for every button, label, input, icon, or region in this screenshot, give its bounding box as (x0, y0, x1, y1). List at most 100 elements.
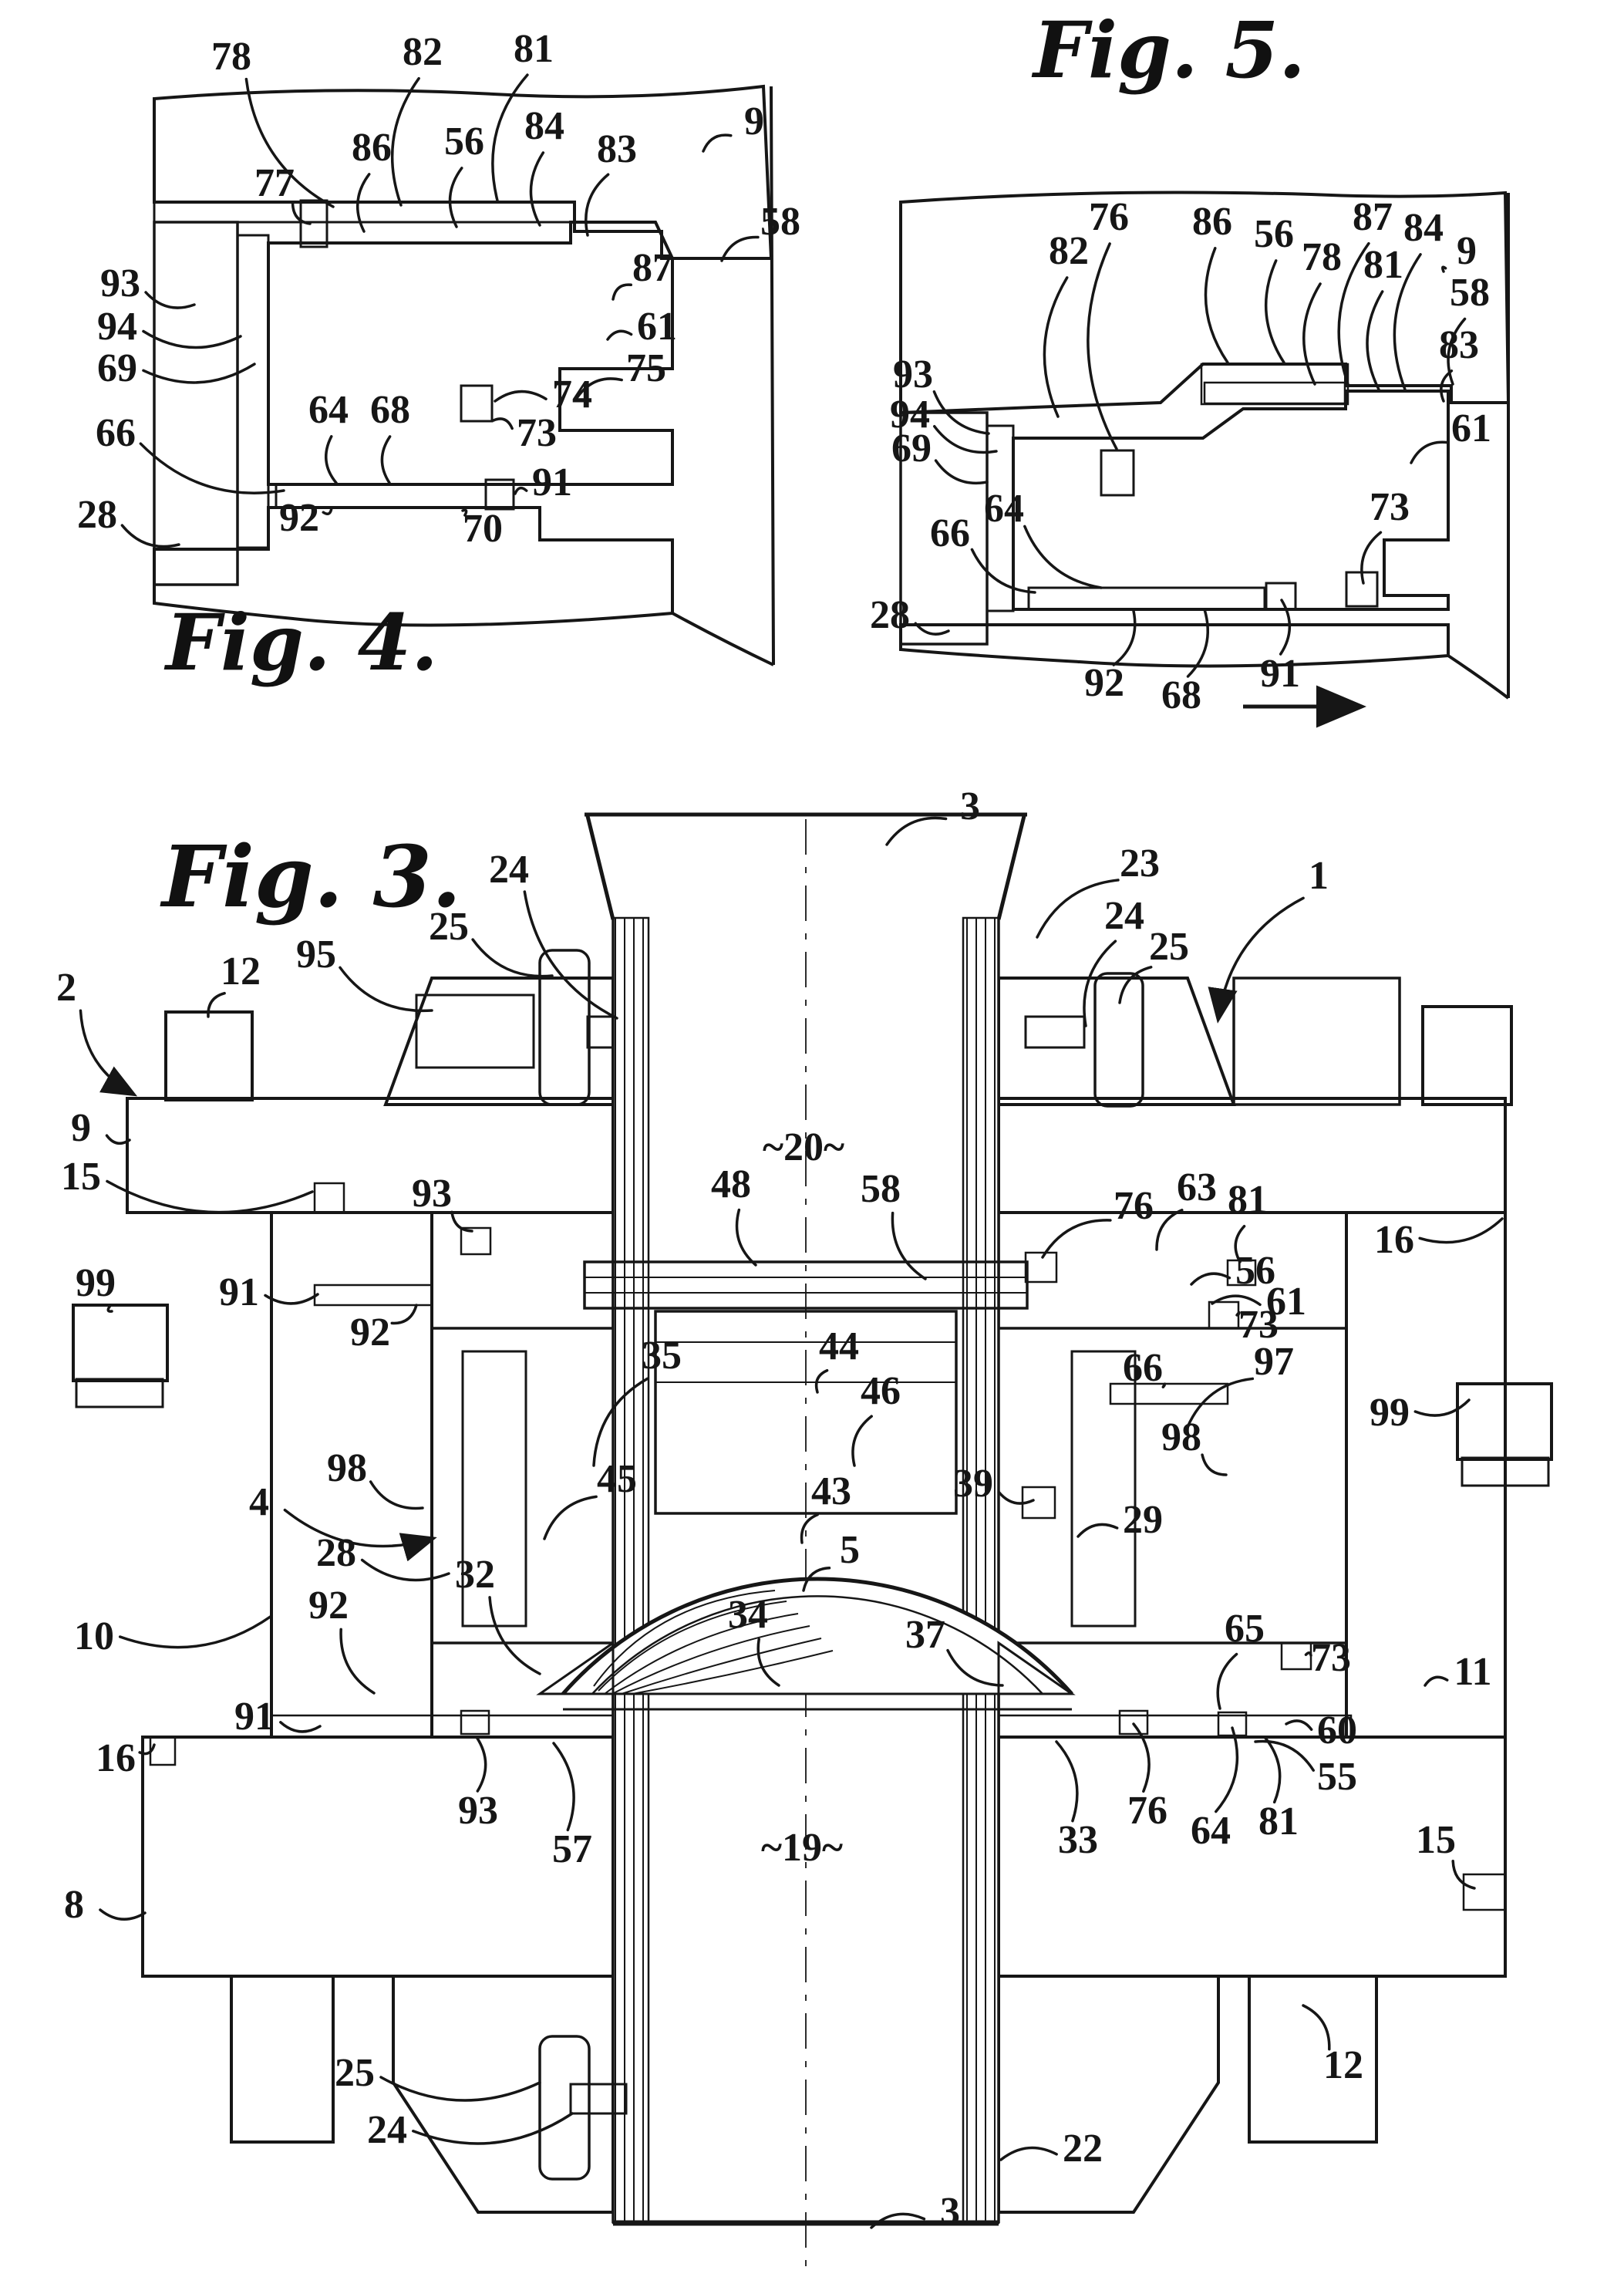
fig3-ball-5-inner-arc (591, 1595, 1043, 1695)
ref-label-fig3-61: 61 (1266, 1280, 1306, 1324)
leader-line (1155, 1209, 1184, 1251)
fig5-center-block-61 (1012, 390, 1450, 611)
leader-line (339, 966, 433, 1013)
leader-line (207, 991, 226, 1018)
fig3-ball-seat-lines (563, 1692, 1072, 1711)
leader-line (475, 1736, 487, 1793)
leader-line (543, 1495, 598, 1540)
ref-label-fig3-15: 15 (1416, 1818, 1456, 1862)
fig5-seal-76 (1100, 449, 1135, 497)
fig3-seal-76-bottom (1118, 1709, 1149, 1736)
ref-label-fig4-93: 93 (100, 261, 140, 305)
fig3-stud-25-right (1093, 972, 1144, 1108)
fig4-center-block-61 (267, 221, 674, 486)
ref-label-fig3-73: 73 (1238, 1303, 1279, 1347)
ref-label-fig3-98: 98 (327, 1446, 367, 1490)
ref-label-fig3-91: 91 (234, 1695, 275, 1739)
ref-label-fig3-28: 28 (316, 1531, 356, 1575)
fig3-seat-wedge-left (536, 1641, 615, 1695)
ref-label-fig3-39: 39 (953, 1462, 993, 1506)
ref-label-fig3-11: 11 (1454, 1650, 1491, 1694)
ref-label-fig3-65: 65 (1225, 1607, 1265, 1651)
fig3-seal-73-right (1208, 1300, 1240, 1330)
ref-label-fig5-56: 56 (1254, 212, 1294, 256)
leader-line (1254, 1739, 1315, 1772)
leader-arrow (79, 1009, 138, 1097)
leader-line (144, 291, 196, 309)
leader-line (529, 151, 545, 227)
ref-label-fig4-81: 81 (514, 27, 554, 71)
leader-line (1083, 939, 1117, 1027)
fig4-seal-77 (299, 199, 329, 248)
ref-label-fig4-91: 91 (532, 460, 572, 504)
leader-line (999, 2146, 1058, 2161)
leader-line (355, 173, 371, 233)
ref-label-fig5-64: 64 (984, 487, 1024, 531)
fig4-drawing (153, 84, 775, 666)
leader-line (1055, 1740, 1079, 1823)
ref-label-fig3-33: 33 (1058, 1818, 1098, 1862)
fig3-seal-93-top (460, 1226, 492, 1256)
fig3-gasket-strip-66-right (1109, 1382, 1229, 1405)
leader-line (138, 1743, 156, 1756)
fig3-seal-73-lower (1280, 1641, 1312, 1671)
ref-label-fig3-63: 63 (1177, 1165, 1217, 1209)
ref-label-fig3-58: 58 (861, 1167, 901, 1211)
leader-arrow (1208, 896, 1305, 1024)
fig4-top-body-block (153, 84, 773, 260)
ref-label-fig3-3: 3 (960, 784, 980, 828)
ref-label-fig3-5: 5 (840, 1528, 860, 1572)
ref-label-fig3-9: 9 (71, 1106, 91, 1150)
leader-line (390, 76, 420, 207)
leader-line (1076, 1523, 1119, 1538)
fig3-sleeve-44-46 (654, 1310, 958, 1515)
leader-line (1285, 1719, 1313, 1731)
leader-line (1440, 369, 1454, 403)
leader-line (1263, 1736, 1282, 1804)
leader-line (1211, 1294, 1262, 1307)
leader-line (1216, 1652, 1238, 1710)
ref-label-fig3-10: 10 (74, 1614, 114, 1658)
ref-label-fig3-19: ~19~ (761, 1826, 843, 1870)
ref-label-fig3-60: 60 (1317, 1709, 1357, 1752)
fig4-title: Fig. 4. (163, 597, 438, 688)
ref-label-fig4-9: 9 (744, 100, 764, 143)
leader-line (1418, 1217, 1504, 1244)
leader-line (1215, 1726, 1239, 1813)
ref-label-fig5-61: 61 (1451, 406, 1491, 450)
leader-line (380, 435, 392, 484)
leader-line (244, 77, 335, 208)
leader-line (802, 1566, 831, 1592)
ref-label-fig3-16: 16 (1374, 1218, 1414, 1262)
fig4-thread-strip (236, 234, 270, 549)
leader-line (1447, 317, 1467, 386)
fig3-pipe-wall-right (962, 916, 1000, 2225)
ref-label-fig3-91: 91 (219, 1270, 259, 1314)
ref-label-fig5-87: 87 (1353, 195, 1393, 239)
fig3-title: Fig. 3. (160, 827, 461, 926)
leader-line (1023, 525, 1103, 589)
leader-line (1366, 290, 1384, 391)
fig3-seal-76-top (1024, 1251, 1058, 1284)
leader-line (1279, 599, 1292, 656)
ref-label-fig3-56: 56 (1235, 1249, 1275, 1293)
leader-line (106, 1304, 113, 1313)
leader-line (1360, 531, 1383, 585)
ref-label-fig3-24: 24 (1104, 894, 1144, 938)
fig3-drawing (72, 812, 1553, 2268)
leader-line (1410, 440, 1450, 464)
ref-label-fig4-87: 87 (632, 246, 672, 290)
ref-label-fig3-97: 97 (1254, 1340, 1294, 1384)
leader-line (1234, 1224, 1246, 1263)
leader-line (932, 425, 998, 454)
leader-line (756, 1638, 780, 1687)
ref-label-fig3-25: 25 (335, 2051, 375, 2095)
fig5-drawing (899, 191, 1511, 700)
ref-label-fig4-68: 68 (370, 388, 410, 432)
leader-line (1337, 241, 1370, 386)
leader-line (1132, 1722, 1151, 1793)
fig3-seat-wedge-right (997, 1641, 1076, 1695)
ref-label-fig4-64: 64 (308, 388, 349, 432)
